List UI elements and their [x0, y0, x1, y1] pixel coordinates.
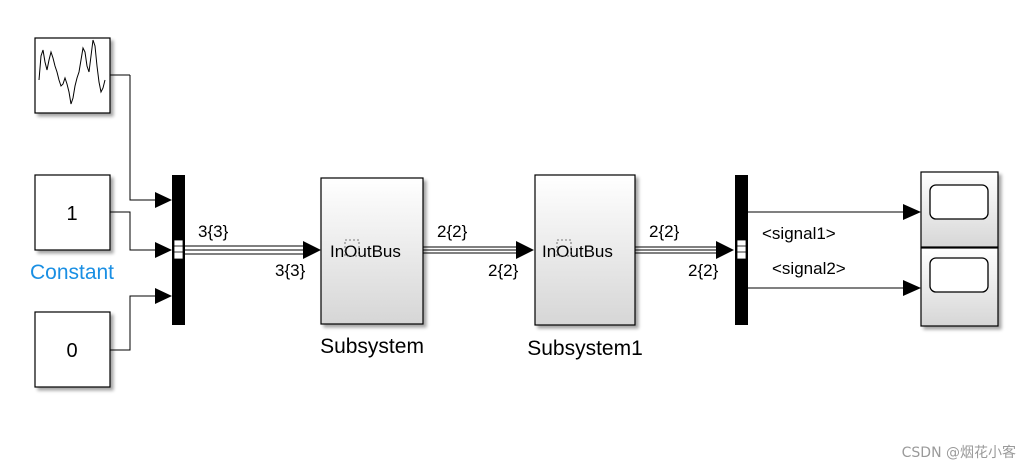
bus-wire-2	[423, 246, 518, 254]
bus-arrow-1	[303, 241, 321, 259]
port-marker-icon	[556, 239, 572, 257]
constant-name-label[interactable]: Constant	[30, 261, 114, 284]
scope-screen-icon	[929, 257, 989, 293]
sub-dim-label-bottom: 2{2}	[488, 261, 519, 280]
subsystem1-block[interactable]: InOutBus	[534, 174, 636, 326]
scope-1-block[interactable]	[920, 171, 999, 248]
input-arrowheads	[155, 192, 172, 304]
bus-selector-block[interactable]	[735, 175, 748, 325]
signal1-arrow	[903, 204, 921, 220]
signal1-label: <signal1>	[762, 224, 836, 243]
bus-dim-label-bottom: 3{3}	[275, 261, 306, 280]
subsystem1-name-label[interactable]: Subsystem1	[527, 337, 643, 360]
subsystem-name-label[interactable]: Subsystem	[320, 335, 424, 358]
constant-0-value: 0	[66, 340, 77, 362]
subsystem1-port-labels: InOutBus	[542, 242, 613, 261]
subsystem-block[interactable]: InOutBus	[320, 177, 424, 325]
watermark-text: CSDN @烟花小客	[902, 444, 1016, 461]
signal2-arrow	[903, 280, 921, 296]
output-wires	[748, 211, 905, 289]
bus-creator-block[interactable]	[172, 175, 185, 325]
scope-2-block[interactable]	[920, 247, 999, 327]
constant-1-block[interactable]: 1	[34, 174, 111, 251]
constant-0-block[interactable]: 0	[34, 311, 111, 388]
port-marker-icon	[344, 239, 360, 257]
bus-dim-label-top: 3{3}	[198, 222, 229, 241]
input-wires	[110, 75, 155, 351]
bus-wire-1	[185, 245, 305, 255]
signal-generator-block[interactable]	[34, 37, 130, 114]
bus-arrow-3	[716, 241, 734, 259]
signal2-label: <signal2>	[772, 259, 846, 278]
waveform-icon	[38, 39, 106, 105]
sub1-dim-label-top: 2{2}	[649, 222, 680, 241]
subsystem-port-labels: InOutBus	[330, 242, 401, 261]
scope-screen-icon	[929, 184, 989, 220]
sub-dim-label-top: 2{2}	[437, 222, 468, 241]
constant-1-value: 1	[66, 203, 77, 225]
bus-wire-3	[635, 246, 718, 254]
sub1-dim-label-bottom: 2{2}	[688, 261, 719, 280]
bus-arrow-2	[516, 241, 534, 259]
